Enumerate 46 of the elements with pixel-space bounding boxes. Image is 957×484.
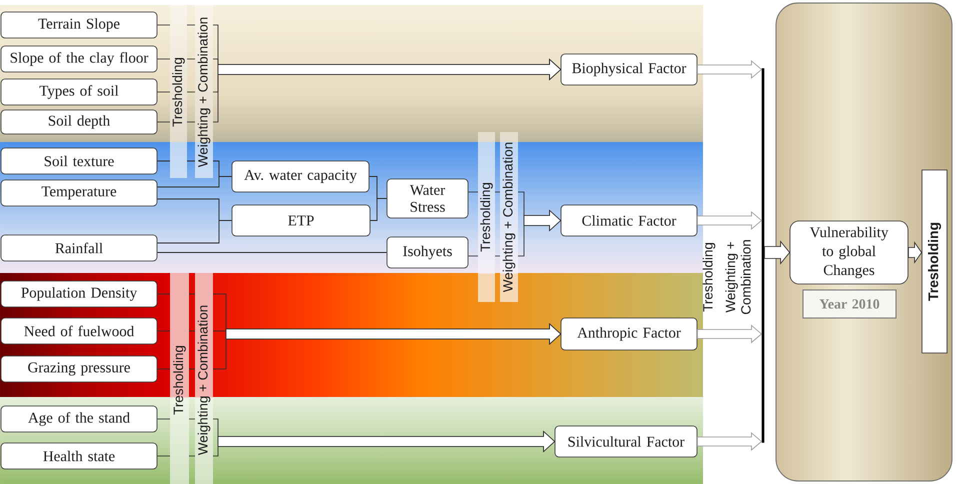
input-box: Soil texture <box>0 148 158 174</box>
connector-line <box>156 220 232 244</box>
vertical-label: Weighting + Combination <box>198 18 210 168</box>
process-box: Av. water capacity <box>232 160 370 192</box>
input-box: Types of soil <box>0 78 158 106</box>
process-box: Isohyets <box>386 236 468 268</box>
input-box: Terrain Slope <box>0 12 158 38</box>
block-arrow <box>697 432 762 451</box>
process-box: ETP <box>232 204 370 236</box>
process-box: Water Stress <box>386 178 468 218</box>
vertical-label: Weighting + Combination <box>502 142 516 292</box>
block-arrow <box>697 60 762 79</box>
vertical-label: Weighting + Combination <box>198 306 210 456</box>
input-box: Rainfall <box>0 234 158 262</box>
block-arrow <box>908 241 922 264</box>
input-box: Population Density <box>0 280 158 308</box>
input-box: Soil depth <box>0 110 158 134</box>
input-box: Temperature <box>0 180 158 206</box>
connector-arrow <box>157 430 556 456</box>
factor-box: Climatic Factor <box>560 204 698 236</box>
vertical-label: Tresholding <box>172 58 185 127</box>
input-box: Age of the stand <box>0 406 158 432</box>
junction-bar <box>762 68 764 443</box>
block-arrow <box>764 240 790 265</box>
vertical-text-box: Tresholding <box>922 170 948 354</box>
result-box: Vulnerability to global Changes <box>790 220 908 284</box>
year-box: Year 2010 <box>802 290 896 318</box>
factor-box: Silvicultural Factor <box>554 426 698 458</box>
input-box: Need of fuelwood <box>0 318 158 344</box>
connector-arrow <box>157 58 562 122</box>
vertical-label: Weighting + Combination <box>725 240 751 314</box>
vertical-label: Tresholding <box>702 243 716 312</box>
input-box: Health state <box>0 442 158 470</box>
connector-line <box>156 252 388 253</box>
factor-box: Anthropic Factor <box>560 318 698 350</box>
input-box: Grazing pressure <box>0 356 158 382</box>
block-arrow <box>697 324 762 344</box>
connector-line <box>156 176 232 188</box>
vertical-label: Tresholding <box>173 346 186 415</box>
connector-arrow <box>157 323 562 370</box>
input-box: Slope of the clay floor <box>0 46 158 72</box>
vertical-label: Tresholding <box>480 183 493 252</box>
connector-line <box>370 198 388 221</box>
connector-arrow <box>468 210 562 256</box>
block-arrow <box>697 211 762 230</box>
factor-box: Biophysical Factor <box>560 54 698 86</box>
